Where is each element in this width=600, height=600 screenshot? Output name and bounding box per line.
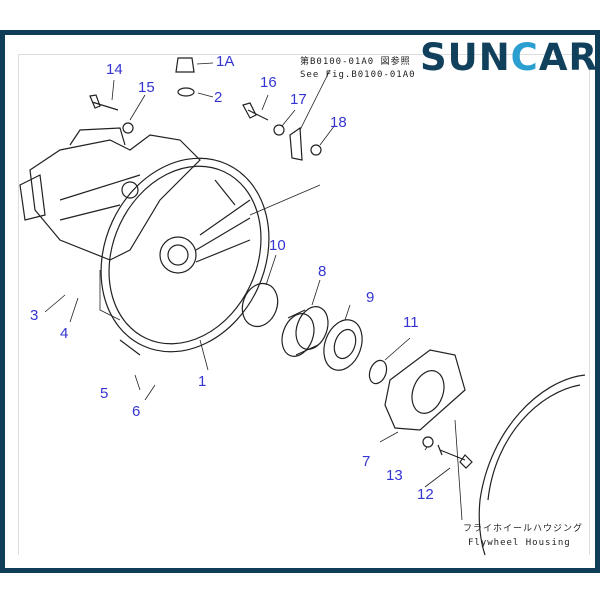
callout-10: 10	[269, 237, 286, 254]
callout-3: 3	[30, 307, 39, 324]
drawing-border	[18, 54, 590, 555]
washer-17	[273, 124, 285, 136]
seal-9	[323, 319, 363, 371]
o-ring-2	[177, 87, 195, 97]
callout-1a: 1A	[216, 53, 235, 70]
callout-14: 14	[106, 61, 123, 78]
flywheel-housing-label-jp: フライホイールハウジング	[463, 524, 584, 534]
logo-accent-letter: C	[510, 36, 539, 79]
see-fig-reference-en: See Fig.B0100-01A0	[300, 70, 416, 80]
bearing-8	[281, 306, 329, 357]
bracket	[289, 126, 303, 161]
see-fig-reference-jp: 第B0100-01A0 図参照	[300, 57, 411, 67]
callout-4: 4	[60, 325, 69, 342]
callout-15: 15	[138, 79, 155, 96]
callout-13: 13	[386, 467, 403, 484]
hydraulic-pump	[19, 127, 201, 261]
washer-13	[422, 436, 434, 448]
callout-18: 18	[330, 114, 347, 131]
washer-15	[122, 122, 134, 134]
flywheel-housing-label-en: Flywheel Housing	[468, 538, 571, 548]
leader-lines	[44, 62, 463, 521]
callout-2: 2	[214, 89, 223, 106]
bolt-12	[437, 444, 473, 469]
snap-ring-11	[368, 359, 388, 385]
bolt-14	[89, 94, 119, 111]
callout-9: 9	[366, 289, 375, 306]
nut-18	[310, 144, 322, 156]
callout-6: 6	[132, 403, 141, 420]
callout-5: 5	[100, 385, 109, 402]
callout-16: 16	[260, 74, 277, 91]
callout-7: 7	[362, 453, 371, 470]
bolt-16	[242, 102, 269, 121]
callout-17: 17	[290, 91, 307, 108]
callout-12: 12	[417, 486, 434, 503]
callout-1: 1	[198, 373, 207, 390]
flywheel-housing	[478, 374, 586, 556]
pump-flange	[100, 157, 270, 356]
callout-11: 11	[403, 314, 419, 331]
suncar-logo: SUNCAR	[420, 36, 598, 79]
plug-1A	[175, 57, 195, 73]
snap-ring-10	[241, 282, 279, 328]
callout-8: 8	[318, 263, 327, 280]
cover-7	[384, 349, 466, 431]
